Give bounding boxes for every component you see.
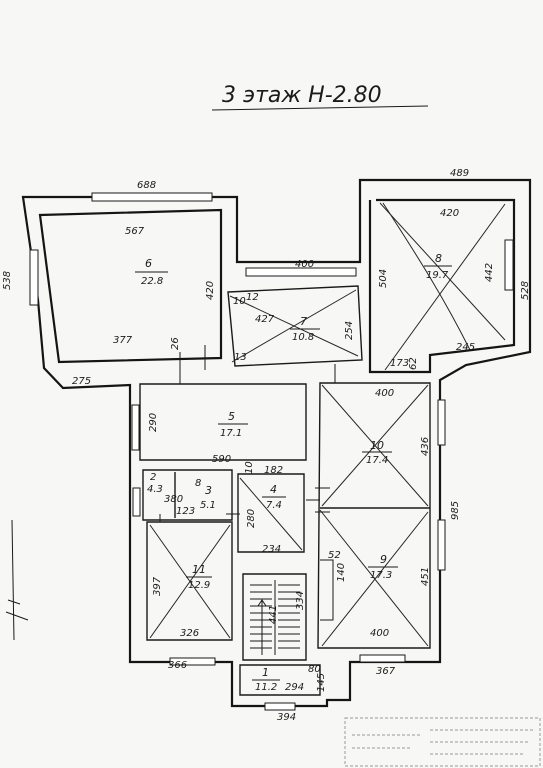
dim-r7-top: 400 [295, 259, 314, 270]
dim-r8-left: 504 [378, 269, 389, 288]
dim-r4-height: 280 [246, 509, 257, 528]
dim-r3-width: 380 [164, 494, 183, 505]
stair-treads [250, 580, 300, 655]
dim-right: 528 [520, 281, 531, 300]
dim-r1-d1: 80 [308, 664, 321, 675]
dim-r9-bottom: 400 [370, 628, 389, 639]
dim-top-left: 688 [137, 180, 156, 191]
dim-r5-bottom: 590 [212, 454, 231, 465]
dim-r6-top: 567 [125, 226, 145, 237]
room-6-number: 6 [145, 257, 152, 270]
dim-r6-right: 420 [205, 281, 216, 300]
dim-r3-d2: 123 [176, 506, 195, 517]
room-9-number: 9 [380, 553, 387, 566]
room-5-number: 5 [228, 410, 235, 423]
dim-left: 538 [2, 271, 13, 290]
dim-r6-jog: 26 [170, 337, 181, 350]
room-7-number: 7 [300, 315, 307, 328]
room-8-number: 8 [435, 252, 442, 265]
dim-r8-b1: 173 [390, 358, 409, 369]
dim-ledge: 275 [72, 376, 91, 387]
dim-r9-right: 451 [420, 567, 431, 586]
dim-r4-bottom: 234 [262, 544, 281, 555]
room-8-area: 19.7 [426, 270, 449, 281]
dim-r5-height: 290 [148, 413, 159, 432]
dim-bottom-center: 394 [277, 712, 296, 723]
dim-r8-top: 420 [440, 208, 459, 219]
room-2-number: 2 [150, 472, 156, 483]
dim-r5-d1: 10 [244, 461, 255, 474]
dim-r7-d1: 10 [233, 296, 246, 307]
dim-r8-right: 442 [484, 263, 495, 282]
title-underline [211, 105, 429, 111]
room-2-area: 4.3 [147, 484, 163, 495]
room-4-number: 4 [270, 483, 277, 496]
room-10-number: 10 [370, 439, 384, 452]
room-10-area: 17.4 [366, 455, 388, 466]
dim-r7-d2: 12 [246, 292, 259, 303]
room-5-area: 17.1 [220, 428, 242, 439]
partitions [139, 285, 431, 696]
room-1-number: 1 [262, 666, 269, 679]
room-1-area: 11.2 [255, 682, 277, 693]
dim-r5-d2: 182 [264, 465, 283, 476]
room-7-area: 10.8 [292, 332, 314, 343]
dim-r8-b3: 245 [456, 342, 475, 353]
room-4-area: 7.4 [266, 500, 282, 511]
dim-r3-d1: 8 [195, 478, 201, 489]
dim-r7-d3: 13 [234, 352, 247, 363]
outer-walls [21, 178, 532, 708]
dim-r10-right: 436 [420, 437, 431, 456]
dim-r1-width: 294 [285, 682, 304, 693]
dim-r9-left: 140 [336, 563, 347, 582]
document-stamp [344, 717, 541, 767]
room-11-area: 12.9 [188, 580, 210, 591]
dim-r6-bottom: 377 [113, 335, 133, 346]
dim-r7-right: 254 [344, 321, 355, 340]
room-3-area: 5.1 [200, 500, 216, 511]
door-marks [159, 345, 330, 522]
dim-r11-bottom: 326 [180, 628, 199, 639]
dim-r1-d2: 145 [316, 673, 327, 692]
plan-title: 3 этаж Н-2.80 [222, 83, 382, 108]
room-labels: 6 22.8 7 10.8 8 19.7 5 17.1 10 17.4 4 7.… [135, 252, 452, 693]
margin-marks [5, 519, 29, 641]
dim-top-right: 489 [450, 168, 469, 179]
dim-right-total: 985 [450, 501, 461, 520]
room-11-number: 11 [192, 563, 206, 576]
dim-r11-height: 397 [152, 576, 163, 596]
dim-bottom-right: 367 [376, 666, 396, 677]
dim-r10-top: 400 [375, 388, 394, 399]
dim-r8-b2: 62 [408, 357, 419, 370]
room-9-area: 17.3 [370, 570, 392, 581]
windows [29, 192, 514, 711]
dim-stair-w: 334 [295, 591, 306, 610]
outer-dimension-labels: 688 489 538 528 985 275 366 367 394 [2, 168, 531, 723]
finish-crosses [149, 202, 506, 647]
dim-r7-diag: 427 [255, 314, 275, 325]
inner-dimension-labels: 567 377 420 26 400 427 254 10 12 13 420 … [113, 208, 495, 693]
room-6-area: 22.8 [141, 276, 163, 287]
dim-stair-h: 441 [268, 605, 279, 624]
dim-r9-jog: 52 [328, 550, 341, 561]
room-3-number: 3 [205, 484, 212, 497]
dim-bottom-left: 366 [168, 660, 187, 671]
